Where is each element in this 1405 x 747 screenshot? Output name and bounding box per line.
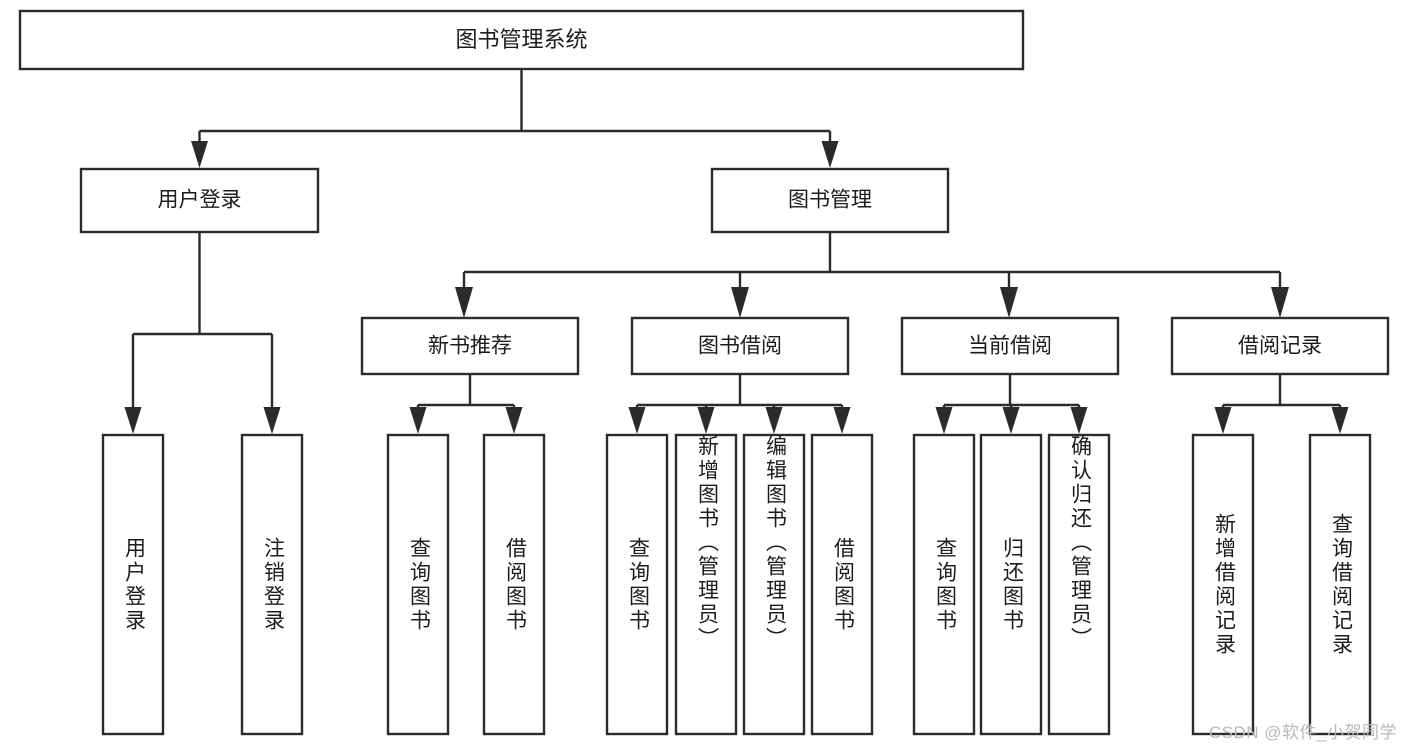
node-box-current-borrow[interactable] xyxy=(900,316,1120,376)
connector-group-borrow-record xyxy=(1214,374,1349,434)
node-box-leaf-borrow-book-2[interactable] xyxy=(810,433,874,736)
arrow-head-leaf-query-book-1 xyxy=(409,407,427,434)
node-label-user-login: 用户登录 xyxy=(158,189,242,212)
connector-group-book-borrow xyxy=(628,374,851,434)
watermark-text: CSDN @软件_小贺同学 xyxy=(1208,723,1397,742)
arrow-head-user-login xyxy=(191,141,208,168)
arrow-head-leaf-return-book xyxy=(1002,407,1020,434)
arrow-head-leaf-add-record xyxy=(1214,407,1232,434)
node-box-leaf-borrow-book-1[interactable] xyxy=(482,433,546,736)
arrow-head-leaf-logout-login xyxy=(263,407,281,434)
node-box-leaf-query-record[interactable] xyxy=(1308,433,1372,736)
node-label-new-book-recommend: 新书推荐 xyxy=(428,335,512,358)
node-box-borrow-record[interactable] xyxy=(1170,316,1390,376)
node-box-leaf-confirm-return[interactable] xyxy=(1047,433,1111,736)
node-box-leaf-query-book-1[interactable] xyxy=(386,433,450,736)
connector-group-user-login xyxy=(124,232,281,434)
arrow-head-leaf-query-book-3 xyxy=(935,407,953,434)
node-label-root: 图书管理系统 xyxy=(455,27,587,52)
node-box-leaf-edit-book[interactable] xyxy=(742,433,806,736)
node-box-leaf-add-book[interactable] xyxy=(674,433,738,736)
node-box-leaf-add-record[interactable] xyxy=(1191,433,1255,736)
arrow-head-leaf-user-login xyxy=(124,407,142,434)
connector-group-book-management xyxy=(455,232,1289,318)
node-box-new-book-recommend[interactable] xyxy=(360,316,580,376)
arrow-head-leaf-query-record xyxy=(1331,407,1349,434)
arrow-head-book-management xyxy=(821,141,839,168)
arrow-head-leaf-add-book xyxy=(697,407,715,434)
arrow-head-new-book-recommend xyxy=(455,287,473,318)
arrow-head-book-borrow xyxy=(731,287,749,318)
node-box-user-login[interactable] xyxy=(79,167,320,234)
arrow-head-leaf-edit-book xyxy=(765,407,783,434)
node-box-leaf-query-book-3[interactable] xyxy=(912,433,976,736)
node-label-book-borrow: 图书借阅 xyxy=(698,335,782,358)
connector-group-new-book-recommend xyxy=(409,374,523,434)
node-box-leaf-logout-login[interactable] xyxy=(240,433,304,736)
arrow-head-borrow-record xyxy=(1271,287,1289,318)
node-box-root[interactable] xyxy=(18,9,1025,71)
connector-group-current-borrow xyxy=(935,374,1088,434)
node-label-borrow-record: 借阅记录 xyxy=(1238,335,1322,358)
arrow-head-leaf-confirm-return xyxy=(1070,407,1088,434)
connector-group-root xyxy=(191,69,839,168)
arrow-head-leaf-borrow-book-2 xyxy=(833,407,851,434)
node-label-book-management: 图书管理 xyxy=(788,189,872,212)
node-box-leaf-return-book[interactable] xyxy=(979,433,1043,736)
node-box-book-management[interactable] xyxy=(710,167,950,234)
arrow-head-leaf-borrow-book-1 xyxy=(505,407,523,434)
node-box-leaf-user-login[interactable] xyxy=(101,433,165,736)
arrow-head-current-borrow xyxy=(1000,287,1018,318)
node-box-leaf-query-book-2[interactable] xyxy=(605,433,669,736)
node-box-book-borrow[interactable] xyxy=(630,316,850,376)
arrow-head-leaf-query-book-2 xyxy=(628,407,646,434)
node-label-current-borrow: 当前借阅 xyxy=(968,335,1052,358)
